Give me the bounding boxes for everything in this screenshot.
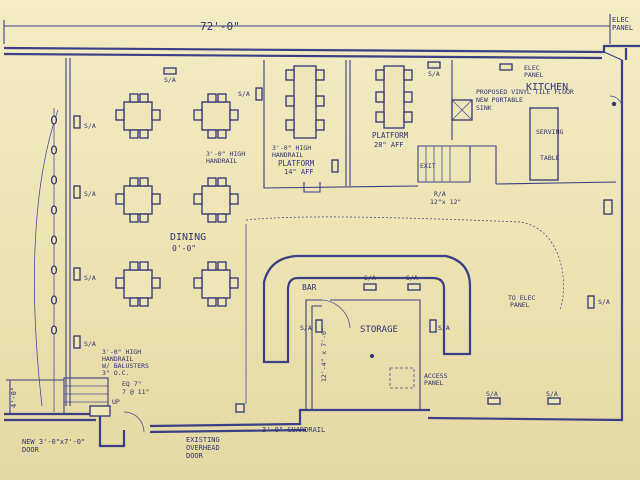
dining-tables <box>115 93 239 307</box>
exit-rail-2: HANDRAIL <box>102 355 133 363</box>
exit-rail-1: 3'-0" HIGH <box>102 348 141 356</box>
serving-table-1: SERVING <box>536 128 563 136</box>
bar-label: BAR <box>302 283 317 292</box>
exit-rail-3: W/ BALUSTERS <box>102 362 149 370</box>
kitchen-note-2: NEW PORTABLE <box>476 96 523 104</box>
stair-rise: EQ 7" <box>122 380 142 388</box>
elec-panel-top-1: ELEC <box>612 16 629 24</box>
room-labels: KITCHEN PROPOSED VINYL TILE FLOOR NEW PO… <box>10 64 610 460</box>
dining-level: 0'-0" <box>172 244 196 253</box>
stair-run: 7 @ 11" <box>122 388 149 396</box>
sa-label-12: S/A <box>546 390 558 398</box>
table-2 <box>193 93 239 139</box>
new-door-2: DOOR <box>22 446 40 454</box>
sa-label-10: S/A <box>406 274 418 282</box>
platform-left-rail-1: 3'-0" HIGH <box>272 144 311 152</box>
existing-door-3: DOOR <box>186 452 204 460</box>
kitchen-note-3: SINK <box>476 104 492 112</box>
vent-size-label: 12"x 12" <box>430 198 461 206</box>
platform-left-level: 14" AFF <box>284 168 314 176</box>
sa-label-1: S/A <box>84 122 96 130</box>
sa-label-5: S/A <box>238 90 250 98</box>
sa-label-6: S/A <box>300 324 312 332</box>
table-3 <box>115 177 161 223</box>
sa-label-4: S/A <box>84 340 96 348</box>
elec-panel-top-2: PANEL <box>612 24 633 32</box>
storage-room <box>305 299 421 410</box>
stair-up-label: UP <box>112 398 120 406</box>
dining-rail-2: HANDRAIL <box>206 157 237 165</box>
sa-label-11: S/A <box>486 390 498 398</box>
table-4 <box>193 177 239 223</box>
to-elec-panel-2: PANEL <box>510 301 530 309</box>
storage-size: 12'-4" x 7'-0" <box>320 327 328 382</box>
dining-label: DINING <box>170 232 206 243</box>
kitchen <box>451 95 623 215</box>
sa-label-9: S/A <box>364 274 376 282</box>
return-air-label: R/A <box>434 190 446 198</box>
ceiling-lines <box>245 216 564 404</box>
overall-dimension-text: 72'-0" <box>200 20 240 33</box>
sa-label-2: S/A <box>84 190 96 198</box>
dining-rail-1: 3'-0" HIGH <box>206 150 245 158</box>
table-5 <box>115 261 161 307</box>
guardrail-label: 3'-0" GUARDRAIL <box>262 426 325 434</box>
sa-label-8: S/A <box>598 298 610 306</box>
storage-label: STORAGE <box>360 325 398 335</box>
existing-door-1: EXISTING <box>186 436 220 444</box>
kitchen-note-1: PROPOSED VINYL TILE FLOOR <box>476 88 574 96</box>
sa-label-13: S/A <box>164 76 176 84</box>
existing-door-2: OVERHEAD <box>186 444 220 452</box>
access-panel-1: ACCESS <box>424 372 448 380</box>
supply-air-markers <box>73 61 595 413</box>
platforms <box>263 60 497 193</box>
exterior-walls <box>3 44 640 448</box>
platform-right-label: PLATFORM <box>372 131 409 140</box>
to-elec-panel-1: TO ELEC <box>508 294 535 302</box>
platform-right-level: 28" AFF <box>374 141 404 149</box>
platform-left-label: PLATFORM <box>278 159 315 168</box>
stair-dimension: 4'-0" <box>10 387 18 408</box>
dining-zone-lines <box>33 58 71 412</box>
table-1 <box>115 93 161 139</box>
serving-table-2: TABLE <box>540 154 560 162</box>
sa-label-7: S/A <box>438 324 450 332</box>
platform-left-rail-2: HANDRAIL <box>272 151 303 159</box>
exit-label: EXIT <box>420 162 436 170</box>
elec-panel-2: PANEL <box>524 71 544 79</box>
balusters <box>50 115 58 335</box>
new-door-1: NEW 3'-0"x7'-0" <box>22 438 85 446</box>
elec-panel-1: ELEC <box>524 64 540 72</box>
overall-dimension: 72'-0" <box>3 14 611 44</box>
kitchen-label: KITCHEN <box>526 82 568 93</box>
sa-label-14: S/A <box>428 70 440 78</box>
access-panel-2: PANEL <box>424 379 444 387</box>
exit-stair <box>6 377 145 433</box>
sa-label-3: S/A <box>84 274 96 282</box>
table-6 <box>193 261 239 307</box>
bar-counter <box>262 254 472 364</box>
exit-rail-4: 3" O.C. <box>102 369 129 377</box>
